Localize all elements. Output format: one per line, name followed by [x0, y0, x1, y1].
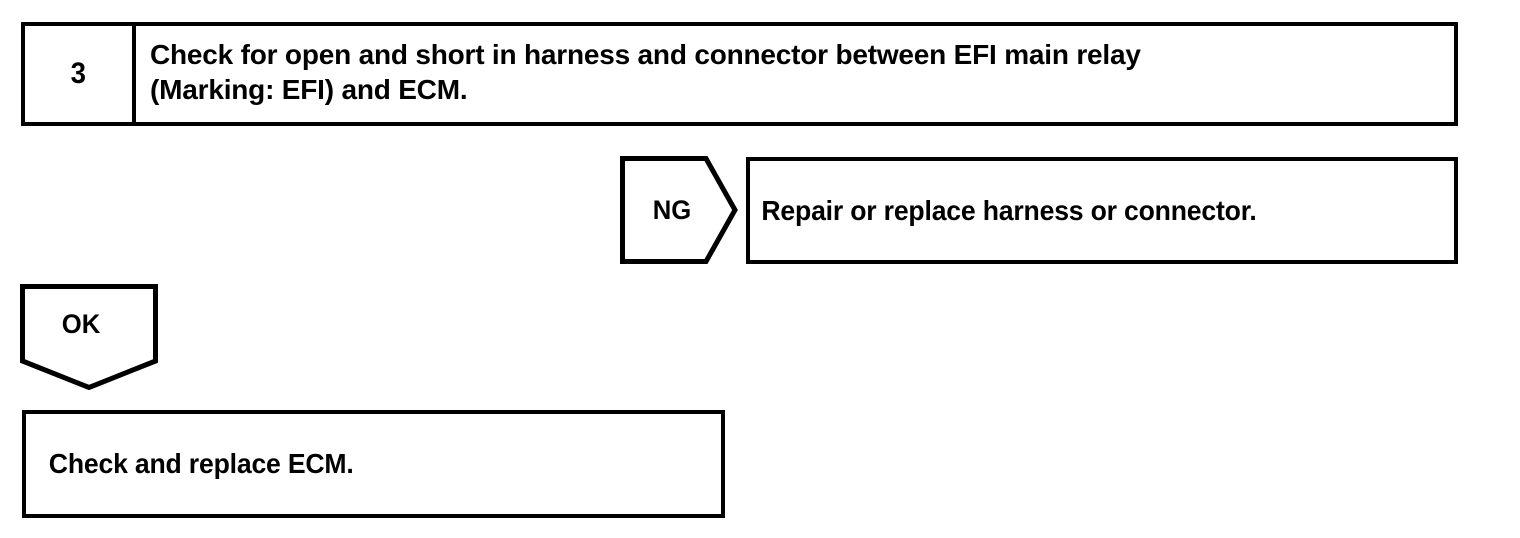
- step-instruction-text: Check for open and short in harness and …: [150, 39, 1141, 105]
- ok-branch-arrow: [20, 284, 158, 390]
- ng-branch-label: NG: [652, 194, 692, 225]
- step-number-cell: 3: [25, 26, 136, 122]
- step-instruction-cell: Check for open and short in harness and …: [136, 26, 1454, 122]
- ng-result-box: Repair or replace harness or connector.: [746, 157, 1458, 264]
- ng-result-text: Repair or replace harness or connector.: [761, 194, 1257, 226]
- ok-branch-label: OK: [61, 308, 101, 339]
- ok-result-box: Check and replace ECM.: [22, 410, 725, 518]
- step-number: 3: [70, 57, 87, 90]
- ok-result-text: Check and replace ECM.: [48, 448, 354, 479]
- ng-branch-arrow: [620, 156, 738, 264]
- step-3-row: 3 Check for open and short in harness an…: [21, 22, 1458, 126]
